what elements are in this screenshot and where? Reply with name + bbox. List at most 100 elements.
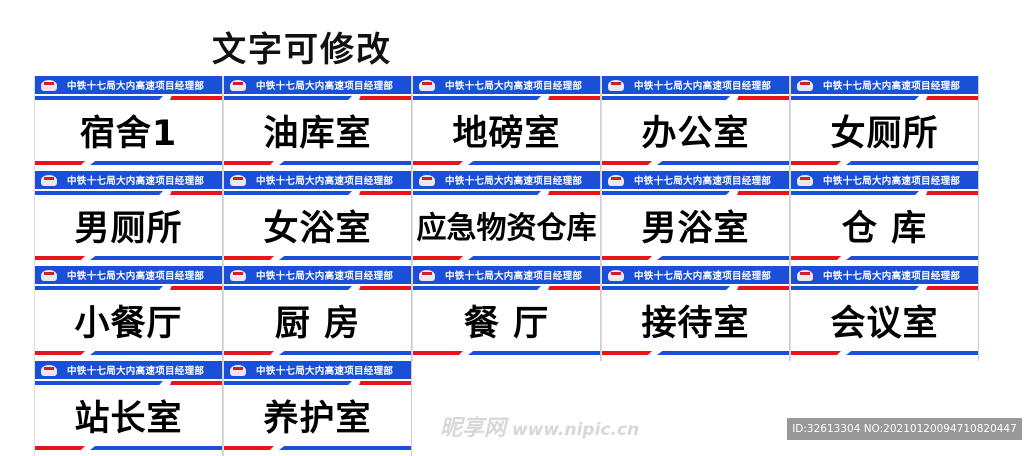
company-logo-icon <box>230 364 246 376</box>
sign-header-text: 中铁十七局大内高速项目经理部 <box>634 81 772 92</box>
stripe-top-blue <box>224 96 352 100</box>
sign-header-text: 中铁十七局大内高速项目经理部 <box>256 176 394 187</box>
stripe-top-blue <box>35 191 163 195</box>
stripe-top-red <box>548 191 600 195</box>
stripe-bottom-blue <box>846 351 978 355</box>
stripe-bottom-red <box>224 446 274 450</box>
stripe-top-red <box>548 96 600 100</box>
sign-label: 应急物资仓库 <box>416 211 597 246</box>
sign-label: 男厕所 <box>74 208 183 249</box>
company-logo-icon <box>230 79 246 91</box>
sign-header: 中铁十七局大内高速项目经理部 <box>224 361 411 379</box>
sign-header: 中铁十七局大内高速项目经理部 <box>224 266 411 284</box>
sign-grid: 中铁十七局大内高速项目经理部 宿舍1 中铁十七局大内高速项目经理部 油库室 中铁… <box>34 76 979 456</box>
stripe-top-blue <box>791 191 919 195</box>
sign-header-text: 中铁十七局大内高速项目经理部 <box>256 81 394 92</box>
company-logo-icon <box>797 269 813 281</box>
stripe-bottom-red <box>791 256 841 260</box>
watermark-url: www.nipic.cn <box>512 420 640 440</box>
stripe-top-red <box>170 96 222 100</box>
sign-header: 中铁十七局大内高速项目经理部 <box>35 361 222 379</box>
sign-header-text: 中铁十七局大内高速项目经理部 <box>634 271 772 282</box>
door-sign: 中铁十七局大内高速项目经理部 女浴室 <box>223 171 412 266</box>
door-sign: 中铁十七局大内高速项目经理部 应急物资仓库 <box>412 171 601 266</box>
stripe-top-red <box>926 191 978 195</box>
stripe-top-blue <box>602 96 730 100</box>
sign-header-text: 中铁十七局大内高速项目经理部 <box>67 366 205 377</box>
door-sign: 中铁十七局大内高速项目经理部 厨 房 <box>223 266 412 361</box>
door-sign: 中铁十七局大内高速项目经理部 小餐厅 <box>34 266 223 361</box>
stripe-top-red <box>548 286 600 290</box>
stripe-bottom-red <box>413 256 463 260</box>
sign-label: 地磅室 <box>452 113 561 154</box>
sign-label: 女浴室 <box>263 208 372 249</box>
sign-label: 女厕所 <box>830 113 939 154</box>
door-sign: 中铁十七局大内高速项目经理部 男浴室 <box>601 171 790 266</box>
sign-header-text: 中铁十七局大内高速项目经理部 <box>67 81 205 92</box>
company-logo-icon <box>41 364 57 376</box>
stripe-bottom-red <box>35 161 85 165</box>
stripe-bottom-red <box>413 351 463 355</box>
stripe-top-red <box>737 96 789 100</box>
stripe-top-red <box>926 96 978 100</box>
stripe-top-red <box>170 286 222 290</box>
sign-label: 办公室 <box>641 113 750 154</box>
door-sign: 中铁十七局大内高速项目经理部 接待室 <box>601 266 790 361</box>
sign-header: 中铁十七局大内高速项目经理部 <box>791 76 978 94</box>
sign-header-text: 中铁十七局大内高速项目经理部 <box>634 176 772 187</box>
company-logo-icon <box>608 269 624 281</box>
stripe-bottom-blue <box>846 161 978 165</box>
sign-header: 中铁十七局大内高速项目经理部 <box>602 76 789 94</box>
stripe-bottom-blue <box>846 256 978 260</box>
stripe-top-blue <box>413 96 541 100</box>
stripe-top-red <box>926 286 978 290</box>
stripe-top-blue <box>224 191 352 195</box>
stripe-bottom-blue <box>279 351 411 355</box>
stripe-top-blue <box>413 191 541 195</box>
stripe-top-red <box>359 96 411 100</box>
stripe-top-red <box>170 381 222 385</box>
stripe-bottom-blue <box>657 161 789 165</box>
stripe-bottom-blue <box>468 161 600 165</box>
stripe-top-blue <box>791 96 919 100</box>
sign-header: 中铁十七局大内高速项目经理部 <box>35 76 222 94</box>
door-sign: 中铁十七局大内高速项目经理部 养护室 <box>223 361 412 456</box>
door-sign: 中铁十七局大内高速项目经理部 地磅室 <box>412 76 601 171</box>
door-sign: 中铁十七局大内高速项目经理部 油库室 <box>223 76 412 171</box>
stripe-bottom-blue <box>279 161 411 165</box>
stripe-bottom-blue <box>90 256 222 260</box>
sign-header: 中铁十七局大内高速项目经理部 <box>602 266 789 284</box>
sign-header-text: 中铁十七局大内高速项目经理部 <box>823 176 961 187</box>
sign-label: 小餐厅 <box>74 303 183 344</box>
sign-header: 中铁十七局大内高速项目经理部 <box>791 171 978 189</box>
company-logo-icon <box>230 269 246 281</box>
door-sign: 中铁十七局大内高速项目经理部 餐 厅 <box>412 266 601 361</box>
sign-header-text: 中铁十七局大内高速项目经理部 <box>256 366 394 377</box>
company-logo-icon <box>419 79 435 91</box>
stripe-bottom-red <box>602 161 652 165</box>
stripe-top-red <box>359 381 411 385</box>
sign-header: 中铁十七局大内高速项目经理部 <box>224 76 411 94</box>
sign-header-text: 中铁十七局大内高速项目经理部 <box>445 81 583 92</box>
sign-label: 站长室 <box>74 398 183 439</box>
sign-label: 油库室 <box>263 113 372 154</box>
company-logo-icon <box>797 174 813 186</box>
stripe-bottom-red <box>224 256 274 260</box>
stripe-bottom-red <box>602 256 652 260</box>
sign-header: 中铁十七局大内高速项目经理部 <box>791 266 978 284</box>
sign-header-text: 中铁十七局大内高速项目经理部 <box>256 271 394 282</box>
stripe-bottom-red <box>791 161 841 165</box>
stripe-top-red <box>359 191 411 195</box>
door-sign: 中铁十七局大内高速项目经理部 仓 库 <box>790 171 979 266</box>
sign-header-text: 中铁十七局大内高速项目经理部 <box>445 271 583 282</box>
stripe-bottom-blue <box>279 446 411 450</box>
sign-header-text: 中铁十七局大内高速项目经理部 <box>67 271 205 282</box>
stripe-top-blue <box>791 286 919 290</box>
sign-label: 厨 房 <box>274 303 361 344</box>
stripe-bottom-red <box>35 256 85 260</box>
sign-header-text: 中铁十七局大内高速项目经理部 <box>445 176 583 187</box>
page-title: 文字可修改 <box>212 30 392 70</box>
stripe-bottom-blue <box>90 351 222 355</box>
stripe-bottom-red <box>413 161 463 165</box>
stripe-top-red <box>737 191 789 195</box>
